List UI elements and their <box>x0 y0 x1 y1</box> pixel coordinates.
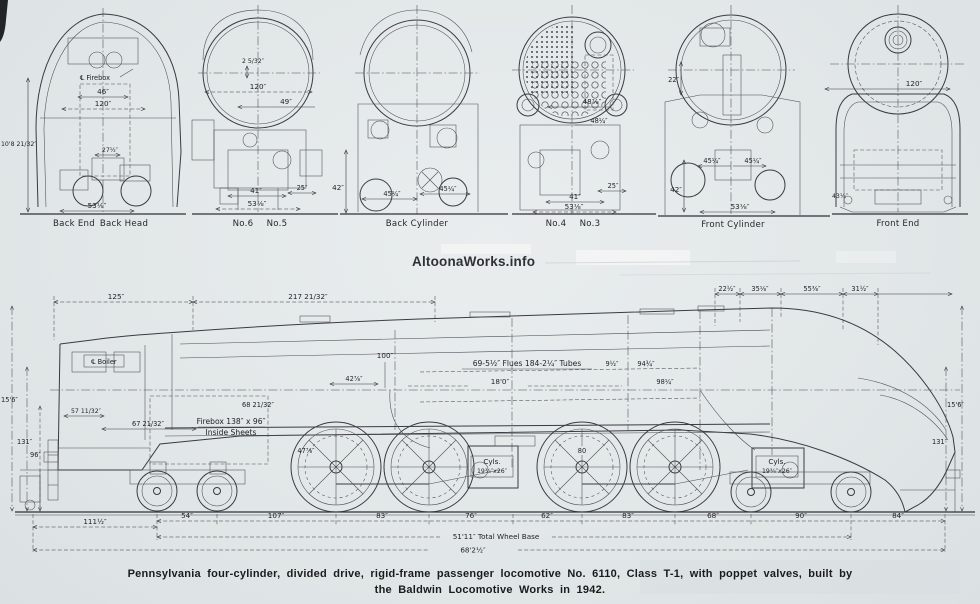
dim-label: 53⅛″ <box>565 202 584 211</box>
bottom-dimensions: 54″ 107″ 83″ 76″ 62″ 83″ 68″ 90″ 84″ 111… <box>33 511 945 555</box>
axle-dim: 62″ <box>541 511 553 520</box>
axle-dim: 84″ <box>892 511 904 520</box>
section-front-end: 120″ 43¼″ Front End <box>825 5 968 229</box>
dim-label: 98¼″ <box>656 378 674 386</box>
section-title: Back Cylinder <box>386 219 449 229</box>
firebox-label: Inside Sheets <box>206 428 257 437</box>
dim-label: 25″ <box>297 184 308 192</box>
dim-label: 45¼″ <box>383 190 401 198</box>
dim-label: 42″ <box>332 183 344 192</box>
dim-label: 45¼″ <box>439 185 457 193</box>
dim-label: 42⅞″ <box>345 375 363 383</box>
dim-label: 53⅛″ <box>248 199 267 208</box>
dim-label: 48⅞″ <box>583 97 602 106</box>
axle-dim: 83″ <box>376 511 388 520</box>
dim-label: 15'6″ <box>1 396 18 404</box>
cross-sections-row: ℄ Firebox 46″ 120″ 10'8 21/32″ 27½″ 53⅛″… <box>1 5 968 230</box>
side-elevation: 80 ℄ Boiler Firebox 138″ x 96″ Inside Sh… <box>1 285 975 555</box>
dim-label: 15'6″ <box>947 401 964 409</box>
dim-label: 27½″ <box>102 146 119 154</box>
flues-tubes-label: 69-5½″ Flues 184-2¼″ Tubes <box>473 359 582 368</box>
dim-label: 41″ <box>569 192 581 201</box>
dim-label: 53⅛″ <box>731 202 750 211</box>
section-title: No.5 <box>267 219 288 229</box>
dim-label: 22″ <box>668 76 679 84</box>
dim-label: 48¼″ <box>590 117 608 125</box>
dim-label: 57 11/32″ <box>71 408 102 415</box>
section-no4-no3: 48⅞″ 48¼″ 25″ 41″ 53⅛″ No.4 No.3 <box>512 5 656 229</box>
section-title: No.4 <box>546 219 567 229</box>
axle-dim: 111½″ <box>83 517 107 526</box>
dim-label: 96″ <box>30 451 41 459</box>
dim-label: 55⅜″ <box>803 285 821 293</box>
dim-label: 120″ <box>906 79 923 88</box>
section-title: Front End <box>876 219 919 229</box>
dim-label: 35⅛″ <box>751 285 769 293</box>
section-title: No.6 <box>233 219 254 229</box>
dim-label: 18'0″ <box>491 377 510 386</box>
dim-label: 120″ <box>250 82 267 91</box>
axle-dim: 76″ <box>465 511 477 520</box>
section-title: Front Cylinder <box>701 220 765 230</box>
dim-label: 46″ <box>97 87 109 96</box>
caption-line-1: Pennsylvania four-cylinder, divided driv… <box>127 568 853 580</box>
overall-length-label: 68'2½″ <box>460 546 486 555</box>
firebox-label: Firebox 138″ x 96″ <box>197 417 266 426</box>
axle-dim: 54″ <box>181 511 193 520</box>
axle-dim: 90″ <box>795 511 807 520</box>
axle-dim: 107″ <box>268 511 285 520</box>
dim-label: 131″ <box>17 438 33 446</box>
dim-label: 49″ <box>280 97 292 106</box>
rear-cylinders-size: 19¾″x26″ <box>477 468 508 475</box>
axle-dim: 68″ <box>707 511 719 520</box>
section-title: Back Head <box>100 219 148 229</box>
centerline-label: ℄ Firebox <box>80 74 110 82</box>
dim-label: 45¼″ <box>703 157 721 165</box>
dim-label: 120″ <box>95 99 112 108</box>
section-front-cylinder: 22″ 42″ 45¼″ 45¼″ 53⅛″ Front Cylinder <box>658 5 830 230</box>
driver-diameter-label: 80 <box>578 447 586 455</box>
dim-label: 2 5/32″ <box>242 58 265 65</box>
rear-cylinders-label: Cyls. <box>483 457 500 466</box>
wheels: 80 <box>136 421 872 513</box>
height-dimensions: 15'6″ 131″ 96″ 15'6″ 131″ <box>1 306 964 511</box>
dim-label: 131″ <box>932 438 948 446</box>
dim-label: 67 21/32″ <box>132 420 164 428</box>
dim-label: 125″ <box>108 292 125 301</box>
section-no6-no5: 2 5/32″ 120″ 49″ 41″ 25″ 53⅛″ No.6 No.5 <box>191 5 338 229</box>
dim-label: 22½″ <box>718 285 736 293</box>
side-annotations: ℄ Boiler Firebox 138″ x 96″ Inside Sheet… <box>64 351 799 478</box>
axle-dim: 83″ <box>622 511 634 520</box>
section-title: Back End <box>53 219 95 229</box>
locomotive-body-linework <box>19 305 961 513</box>
caption: Pennsylvania four-cylinder, divided driv… <box>0 567 980 598</box>
section-back-end: ℄ Firebox 46″ 120″ 10'8 21/32″ 27½″ 53⅛″… <box>1 8 186 229</box>
dim-label: 25″ <box>608 182 619 190</box>
dim-label: 217 21/32″ <box>288 292 328 301</box>
dim-label: 41″ <box>250 186 262 195</box>
dim-label: 47⅞″ <box>297 447 315 455</box>
section-title: No.3 <box>580 219 601 229</box>
dim-label: 31½″ <box>851 285 869 293</box>
watermark: AltoonaWorks.info <box>412 254 536 269</box>
dim-label: 53⅛″ <box>88 201 107 210</box>
boiler-centerline-label: ℄ Boiler <box>91 358 117 366</box>
dim-label: 68 21/32″ <box>242 401 274 409</box>
dim-label: 94¾″ <box>637 360 655 368</box>
top-dimensions: 125″ 217 21/32″ 22½″ 35⅛″ 55⅜″ 31½″ <box>54 285 952 345</box>
wheelbase-label: 51'11″ Total Wheel Base <box>453 532 540 541</box>
caption-line-2: the Baldwin Locomotive Works in 1942. <box>374 583 606 596</box>
front-cylinders-size: 19¾″x26″ <box>762 468 793 475</box>
dim-label: 9½″ <box>605 360 619 368</box>
scan-artifacts <box>0 0 896 265</box>
dim-label: 43¼″ <box>832 193 849 200</box>
dim-label: 100″ <box>377 351 394 360</box>
dim-label: 45¼″ <box>744 157 762 165</box>
dim-label: 42″ <box>670 185 682 194</box>
front-cylinders-label: Cyls. <box>768 457 785 466</box>
section-back-cylinder: 42″ 45¼″ 45¼″ Back Cylinder <box>332 5 508 229</box>
dim-label: 10'8 21/32″ <box>1 141 37 148</box>
